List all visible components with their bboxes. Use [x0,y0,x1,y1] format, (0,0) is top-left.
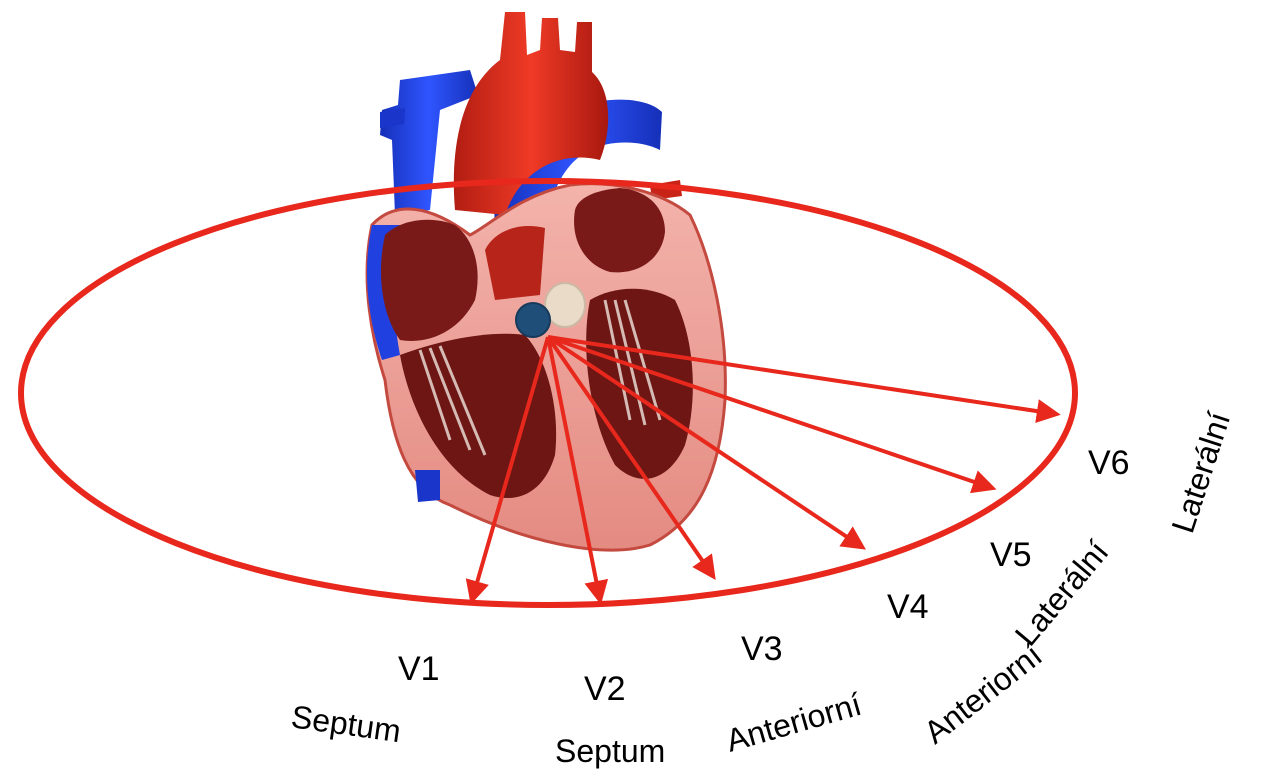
lead-label-v1: V1 [398,650,440,688]
lead-label-v4: V4 [887,588,929,626]
origin-node [516,303,550,337]
heart-illustration [367,12,725,550]
lead-label-v2: V2 [584,670,626,708]
region-label-lateral-v6: Laterální [1164,407,1237,537]
region-label-anterior-v3: Anteriorní [722,686,865,759]
region-label-septum-v2: Septum [555,733,665,769]
region-label-anterior-v4: Anteriorní [917,637,1049,751]
lead-label-v5: V5 [990,536,1032,574]
region-label-septum-v1: Septum [289,698,403,749]
lead-label-v6: V6 [1088,444,1130,482]
lead-label-v3: V3 [741,630,783,668]
